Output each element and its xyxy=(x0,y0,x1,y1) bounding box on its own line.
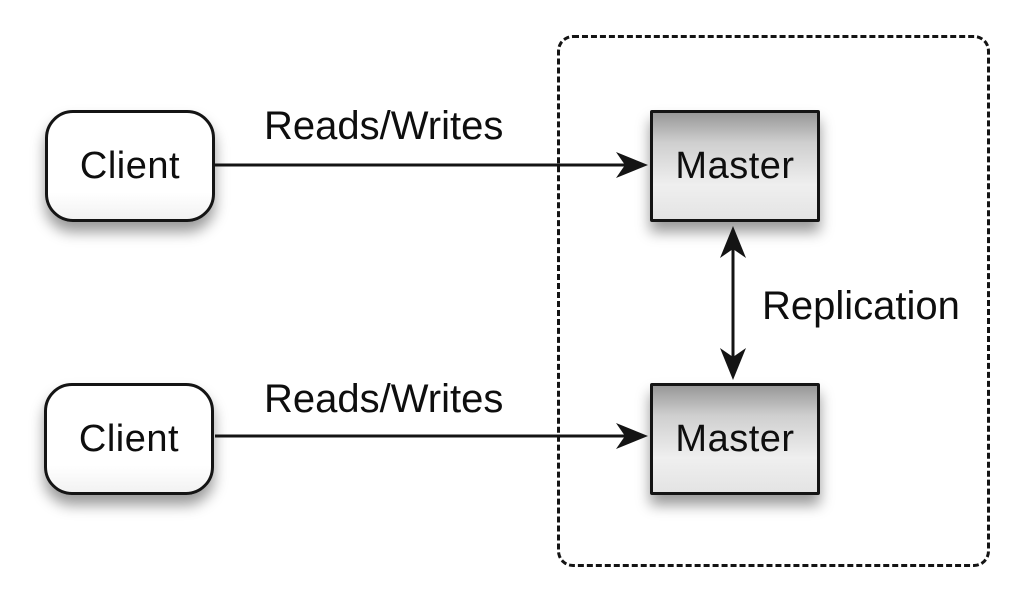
node-client-top: Client xyxy=(45,110,215,222)
node-master-bottom: Master xyxy=(650,383,820,495)
node-master-top-label: Master xyxy=(675,144,795,187)
node-master-bottom-label: Master xyxy=(675,417,795,460)
edge-label-replication: Replication xyxy=(762,284,960,328)
node-client-bottom: Client xyxy=(44,383,214,495)
node-client-bottom-label: Client xyxy=(78,417,180,460)
replication-zone-dashed-box xyxy=(557,35,990,567)
edge-label-reads-writes-top: Reads/Writes xyxy=(264,104,504,148)
node-client-top-label: Client xyxy=(79,144,181,187)
edge-label-reads-writes-bottom: Reads/Writes xyxy=(264,377,504,421)
node-master-top: Master xyxy=(650,110,820,222)
